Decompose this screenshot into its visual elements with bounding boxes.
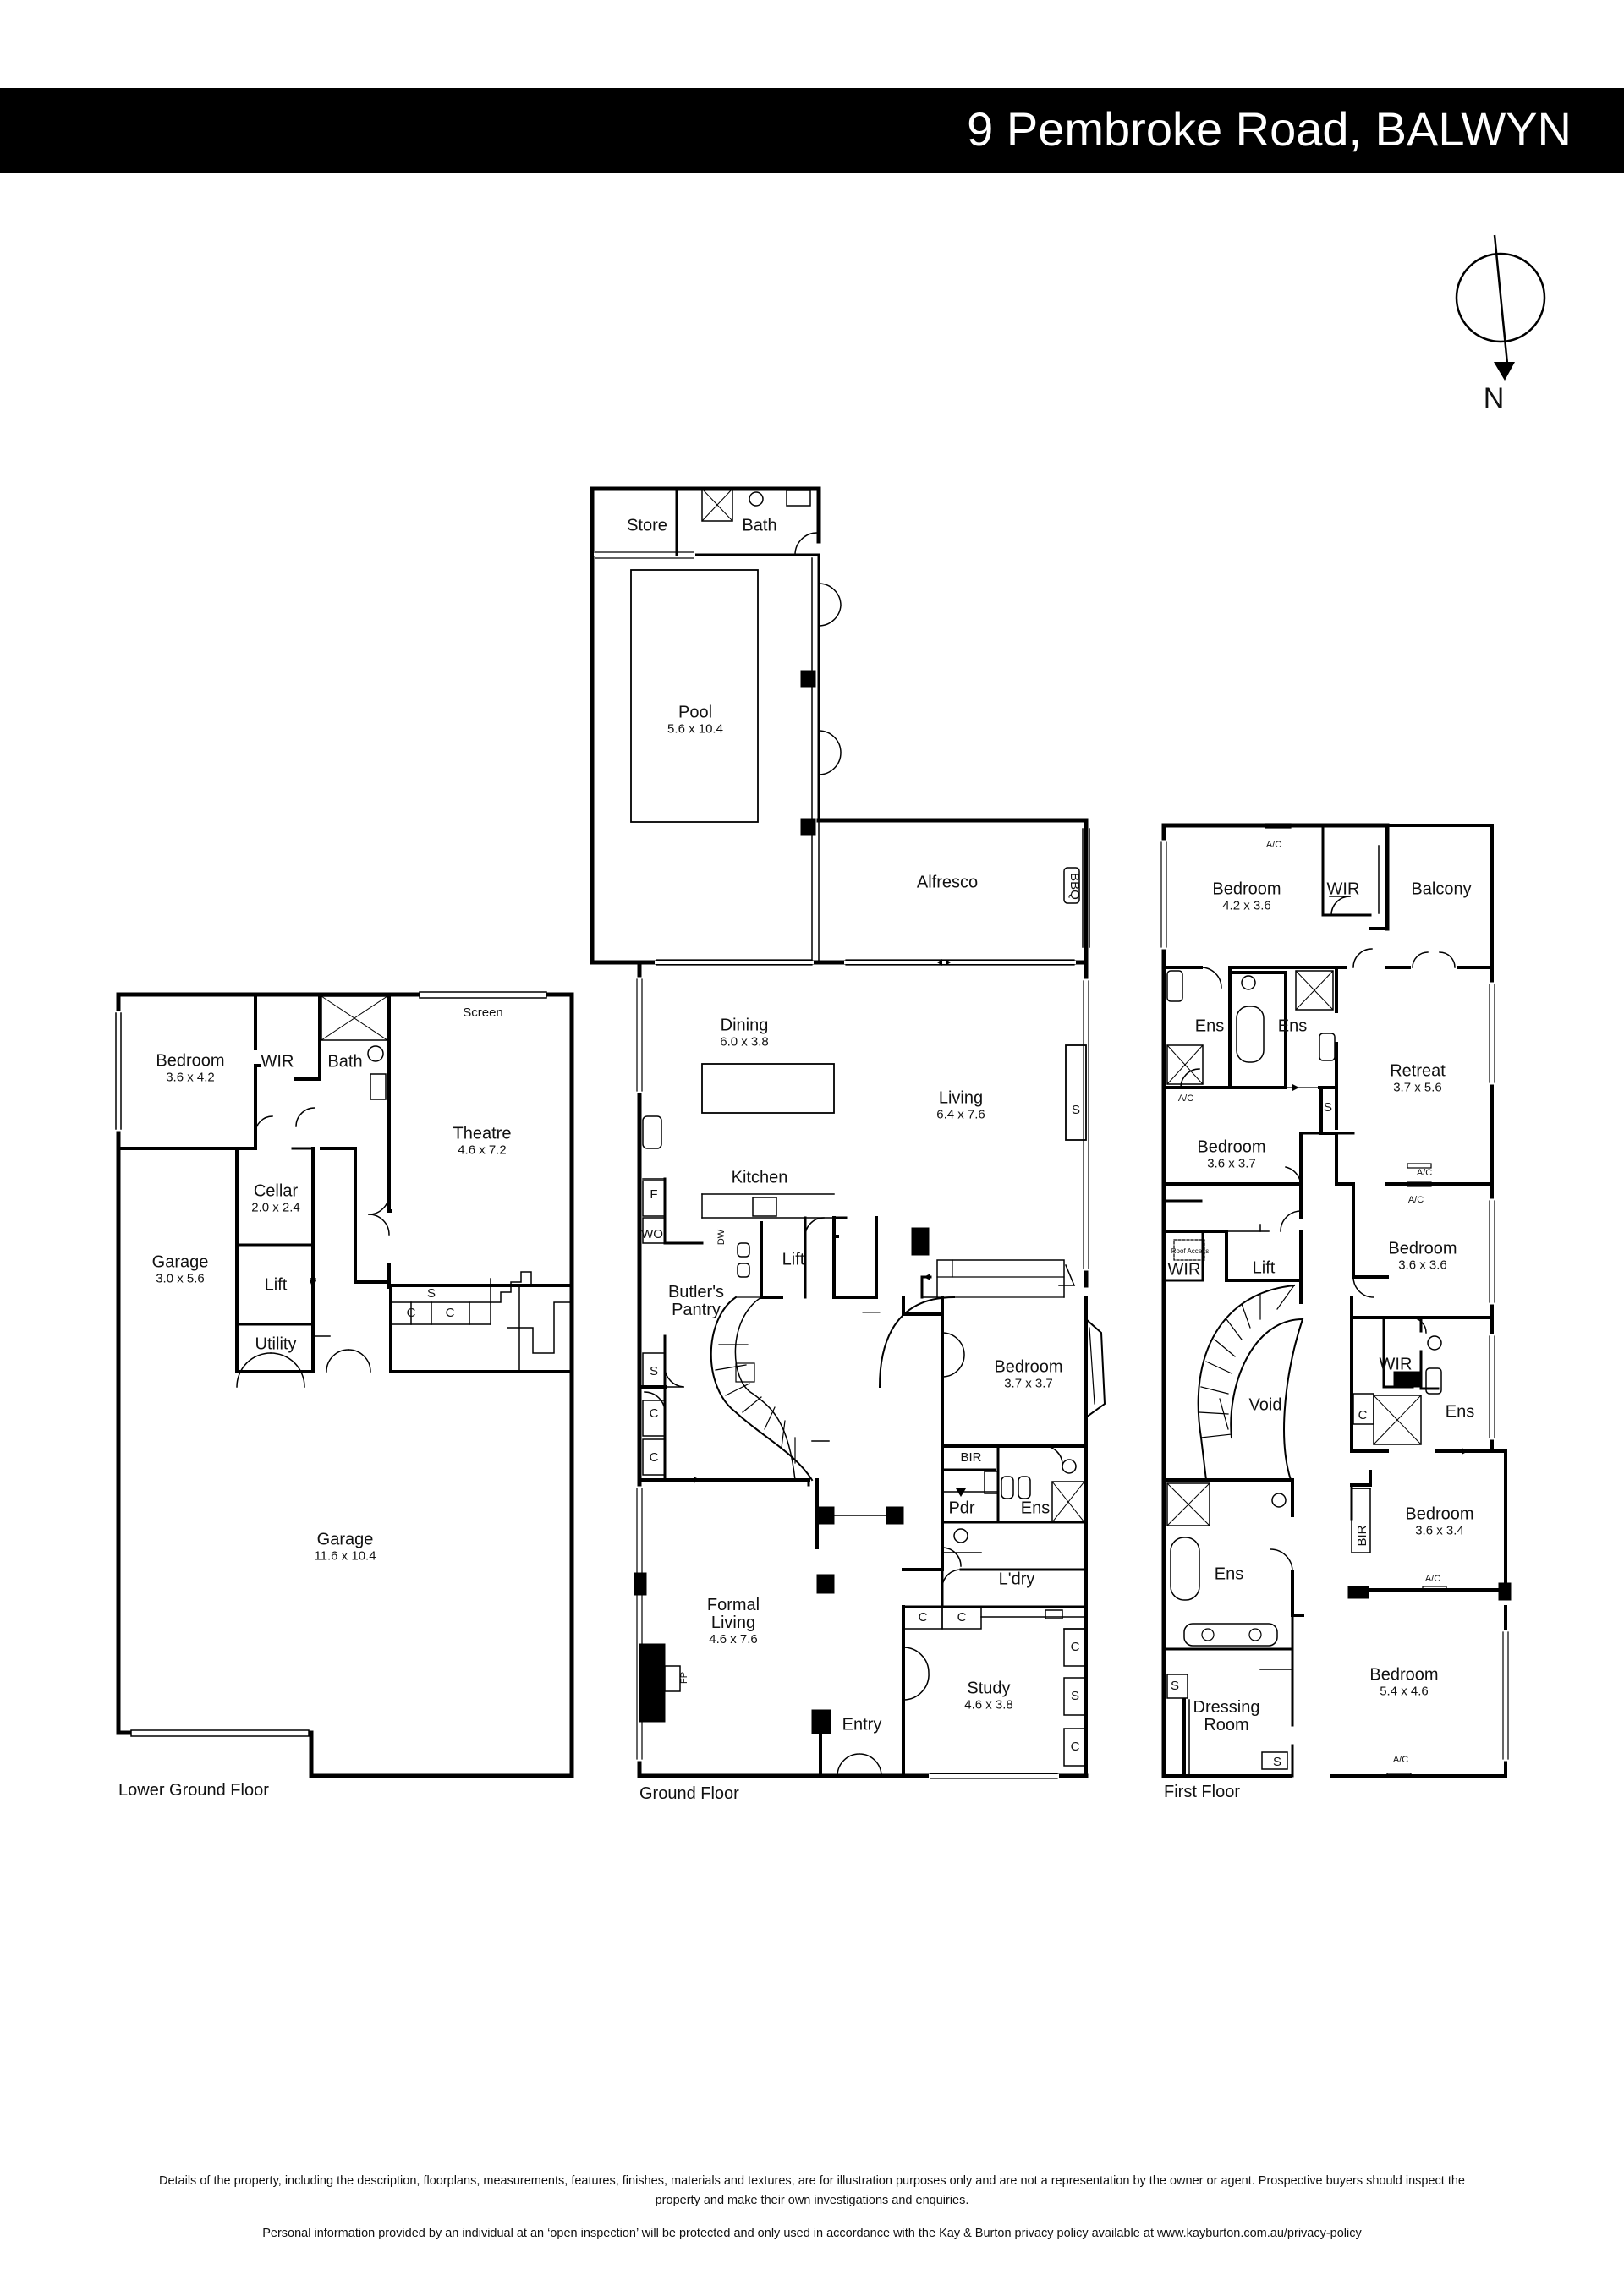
room-lg-lift: Lift	[264, 1275, 288, 1295]
north-label: N	[1483, 382, 1505, 414]
fixture-gf-fireplace: FP	[679, 1671, 689, 1685]
room-gf-lift: Lift	[782, 1250, 805, 1269]
fixture-ff-roof-access: Roof Access	[1171, 1247, 1210, 1255]
room-ff-void: Void	[1248, 1395, 1282, 1415]
fixture-gf-wall-oven: WO	[641, 1227, 663, 1241]
fixture-gf-dishwasher: DW	[716, 1229, 727, 1246]
room-ff-ens3: Ens	[1445, 1402, 1475, 1422]
room-ff-balcony: Balcony	[1411, 879, 1472, 899]
fixture-ff-ac4: A/C	[1407, 1195, 1424, 1205]
fixture-gf-c-study2: C	[1070, 1740, 1080, 1754]
fixture-gf-c-study1: C	[1070, 1640, 1080, 1654]
room-gf-pdr: Pdr	[948, 1499, 975, 1518]
fixture-gf-c-pantry2: C	[649, 1450, 659, 1465]
room-gf-bath: Bath	[742, 516, 777, 535]
privacy-text: Personal information provided by an indi…	[68, 2224, 1556, 2244]
room-ff-lift: Lift	[1252, 1258, 1276, 1278]
room-gf-entry: Entry	[842, 1715, 882, 1734]
lower-ground-floor-walls	[115, 991, 574, 1778]
property-address: 9 Pembroke Road, BALWYN	[967, 102, 1572, 156]
fixture-ff-ac2: A/C	[1177, 1093, 1194, 1104]
room-ff-wir3: WIR	[1379, 1355, 1413, 1374]
room-ff-ens1: Ens	[1194, 1016, 1225, 1036]
fixture-ff-s-dressing: S	[1170, 1679, 1180, 1693]
fixture-ff-s-retreat: S	[1323, 1100, 1333, 1115]
privacy-line: Personal information provided by an indi…	[262, 2227, 1362, 2240]
room-ff-wir1: WIR	[1326, 879, 1360, 899]
fixture-gf-s-pantry: S	[649, 1364, 659, 1378]
room-gf-kitchen: Kitchen	[731, 1168, 788, 1187]
disclaimer-text: Details of the property, including the d…	[68, 2172, 1556, 2211]
room-gf-alfresco: Alfresco	[916, 873, 979, 892]
fixture-lg-c2: C	[445, 1306, 455, 1320]
fixture-ff-ac1: A/C	[1265, 840, 1282, 850]
disclaimer-line-1: Details of the property, including the d…	[158, 2174, 1466, 2188]
room-lg-screen: Screen	[463, 1006, 503, 1020]
ground-floor-walls	[590, 486, 1106, 1779]
floor-title-first: First Floor	[1164, 1783, 1240, 1801]
room-gf-store: Store	[627, 516, 667, 535]
first-floor-walls	[1160, 823, 1512, 1778]
fixture-ff-s-bedroom: S	[1272, 1755, 1282, 1769]
fixture-gf-c-ldry2: C	[957, 1610, 967, 1625]
room-lg-utility: Utility	[255, 1334, 297, 1354]
room-lg-bath: Bath	[327, 1052, 363, 1071]
fixture-gf-c-ldry1: C	[918, 1610, 928, 1625]
fixture-lg-c1: C	[406, 1306, 416, 1320]
fixture-ff-c-wir: C	[1358, 1408, 1368, 1422]
fixture-ff-ac5: A/C	[1424, 1574, 1441, 1584]
room-ff-wir2: WIR	[1167, 1260, 1201, 1280]
compass-icon	[1455, 234, 1546, 381]
fixture-ff-ac3: A/C	[1416, 1168, 1433, 1178]
room-ff-bir: BIR	[1355, 1525, 1369, 1547]
floor-title-lower: Lower Ground Floor	[118, 1781, 269, 1800]
room-lg-wir: WIR	[261, 1052, 294, 1071]
room-ff-ens2: Ens	[1277, 1016, 1308, 1036]
header-banner: 9 Pembroke Road, BALWYN	[0, 88, 1624, 173]
fixture-lg-s: S	[426, 1286, 436, 1301]
room-gf-bir: BIR	[960, 1450, 982, 1465]
fixture-gf-s-study: S	[1070, 1689, 1080, 1703]
floor-title-ground: Ground Floor	[639, 1784, 739, 1803]
fixture-ff-ac6: A/C	[1392, 1755, 1409, 1765]
fixture-gf-s-living: S	[1071, 1103, 1081, 1117]
room-gf-bbq: BBQ	[1067, 873, 1082, 900]
fixture-gf-c-pantry1: C	[649, 1406, 659, 1421]
fixture-gf-fridge: F	[650, 1187, 658, 1202]
room-ff-ens4: Ens	[1214, 1564, 1244, 1584]
room-gf-laundry: L'dry	[998, 1570, 1035, 1589]
disclaimer-line-2: property and make their own investigatio…	[655, 2194, 969, 2207]
room-gf-ens: Ens	[1020, 1499, 1051, 1518]
